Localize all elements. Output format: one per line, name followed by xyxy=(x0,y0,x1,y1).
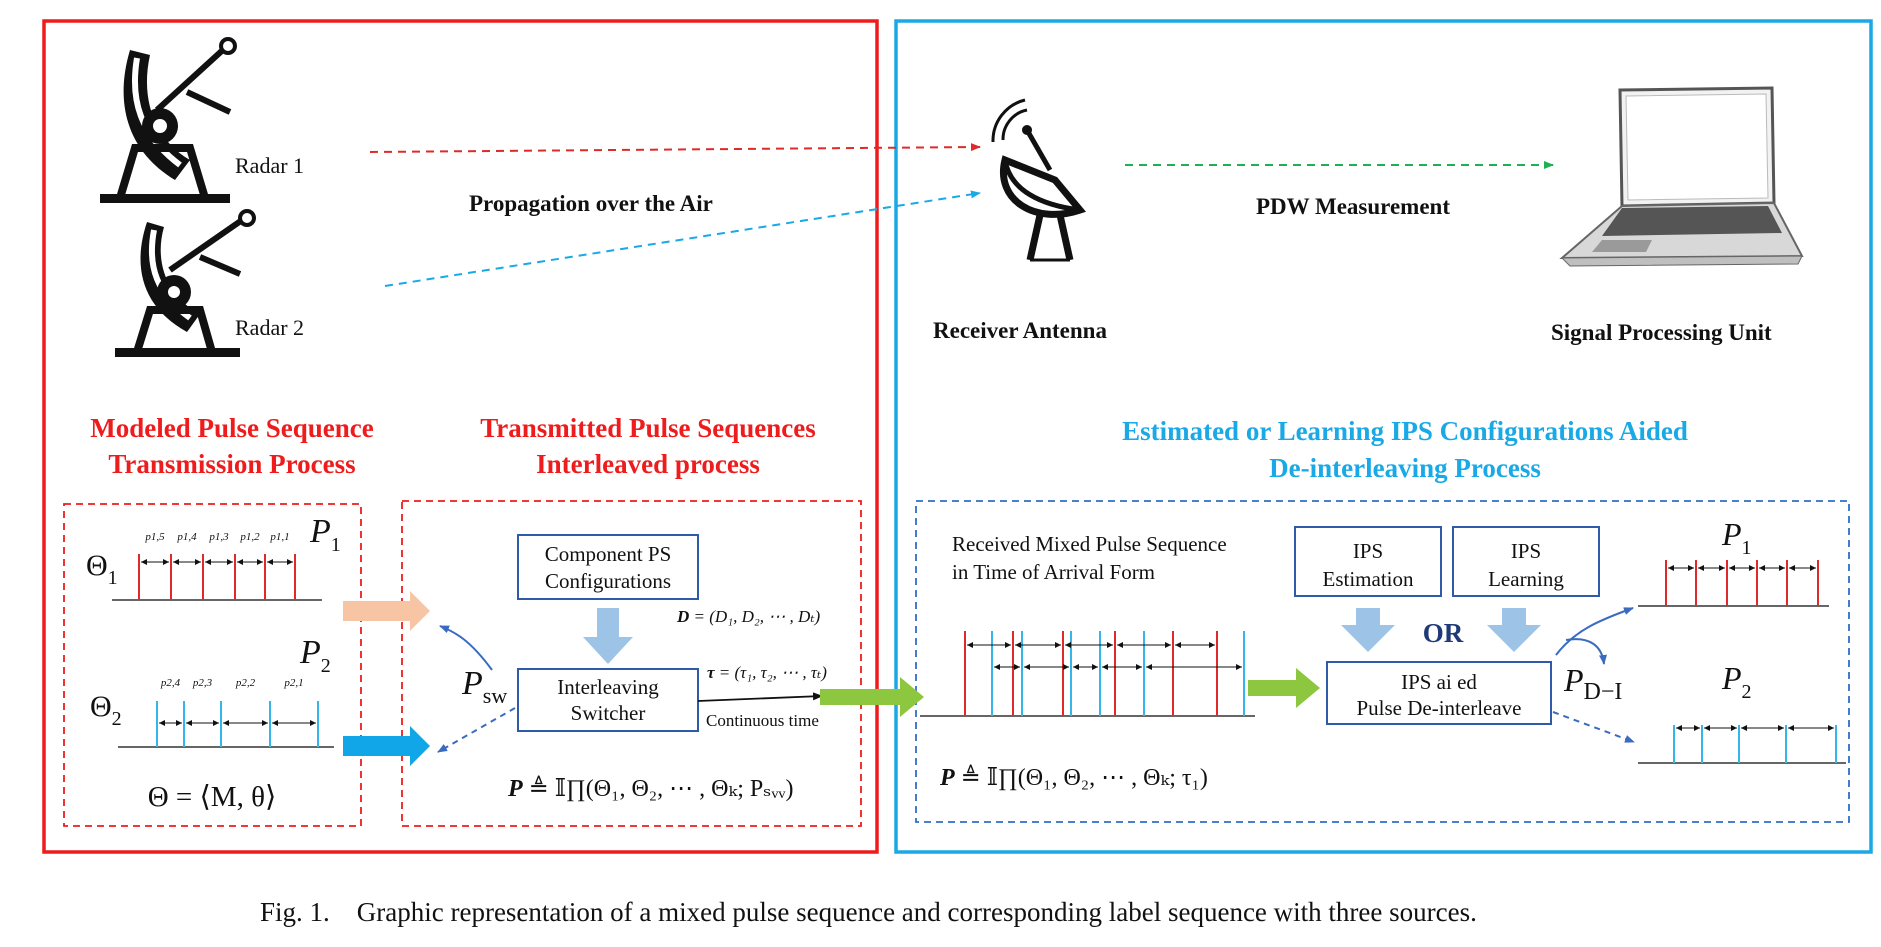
propagation-label: Propagation over the Air xyxy=(469,191,713,216)
theta-definition: Θ = ⟨M, θ⟩ xyxy=(148,781,277,813)
interleaving-switcher-box xyxy=(517,668,699,732)
radar1-label: Radar 1 xyxy=(235,153,304,178)
radar-dish-icon xyxy=(115,209,256,357)
or-label: OR xyxy=(1423,618,1464,648)
radar-dish-icon xyxy=(100,37,237,203)
interval-label: p1,5 xyxy=(144,531,165,543)
transmitted-formula: P ≜ 𝕀∏(Θ₁, Θ₂, ⋯ , Θₖ; Pₛᵥᵥ) xyxy=(507,775,793,802)
learning-down-arrow xyxy=(1487,608,1541,652)
ips-estimation-line2: Estimation xyxy=(1323,567,1414,591)
modeled-sequence-1: p1,5 p1,4 p1,3 p1,2 p1,1 xyxy=(112,531,322,601)
output-curve-small xyxy=(1565,638,1607,665)
heading-estimated-line2: De-interleaving Process xyxy=(1269,453,1541,483)
switch-dashed-arrow xyxy=(437,707,516,753)
figure-caption: Fig. 1. Graphic representation of a mixe… xyxy=(260,897,1477,927)
p1-symbol: P1 xyxy=(309,513,341,556)
heading-modeled-line2: Transmission Process xyxy=(108,449,355,479)
cyan-transfer-arrow xyxy=(343,726,430,766)
laptop-icon xyxy=(1559,86,1804,267)
mixed-sequence xyxy=(920,631,1255,717)
output-dashed-arrow-down xyxy=(1552,711,1635,743)
tau-vector: τ = (τ₁, τ₂, ⋯ , τₜ) xyxy=(707,663,827,682)
component-ps-box xyxy=(517,534,699,600)
heading-transmitted-line1: Transmitted Pulse Sequences xyxy=(480,413,816,443)
pdw-label: PDW Measurement xyxy=(1256,194,1450,219)
ips-aided-box xyxy=(1326,661,1552,725)
ips-learning-line2: Learning xyxy=(1488,567,1564,591)
ips-estimation-line1: IPS xyxy=(1353,539,1383,563)
theta1-symbol: Θ1 xyxy=(86,549,118,589)
modeled-box xyxy=(63,503,362,827)
heading-estimated-line1: Estimated or Learning IPS Configurations… xyxy=(1122,416,1688,446)
interval-label: p2,1 xyxy=(283,677,303,689)
spu-label: Signal Processing Unit xyxy=(1551,320,1772,345)
output-sequence-1 xyxy=(1638,560,1829,607)
interval-label: p1,1 xyxy=(269,531,289,543)
component-ps-line1: Component PS xyxy=(545,542,672,566)
deinterleave-formula: P ≜ 𝕀∏(Θ₁, Θ₂, ⋯ , Θₖ; τ₁) xyxy=(939,764,1208,791)
green-transfer-arrow xyxy=(820,677,924,717)
radar2-signal-arrow xyxy=(384,190,981,287)
d-vector: D = (D₁, D₂, ⋯ , Dₜ) xyxy=(676,607,821,626)
interval-label: p2,2 xyxy=(235,677,256,689)
pdi-symbol: PD−I xyxy=(1563,662,1622,705)
continuous-time-label: Continuous time xyxy=(706,711,819,730)
output-curve-arrow-up xyxy=(1555,607,1634,656)
received-line2: in Time of Arrival Form xyxy=(952,560,1155,584)
ips-learning-line1: IPS xyxy=(1511,539,1541,563)
modeled-sequence-2: p2,4 p2,3 p2,2 p2,1 xyxy=(118,677,334,748)
ips-estimation-box xyxy=(1294,526,1442,597)
interval-label: p1,4 xyxy=(176,531,197,543)
component-ps-line2: Configurations xyxy=(545,569,671,593)
heading-modeled-line1: Modeled Pulse Sequence xyxy=(90,413,374,443)
received-line1: Received Mixed Pulse Sequence xyxy=(952,532,1227,556)
peach-transfer-arrow xyxy=(343,591,430,631)
interval-label: p1,2 xyxy=(239,531,260,543)
receiver-antenna-icon xyxy=(991,98,1086,262)
ips-learning-box xyxy=(1452,526,1600,597)
green-to-deinterleave-arrow xyxy=(1248,668,1320,708)
interval-label: p2,4 xyxy=(160,677,181,689)
out-p1-symbol: P1 xyxy=(1721,516,1752,559)
deinterleave-box xyxy=(915,500,1850,823)
transmitted-box xyxy=(401,500,862,827)
estimation-down-arrow xyxy=(1341,608,1395,652)
left-panel xyxy=(42,19,879,854)
heading-transmitted-line2: Interleaved process xyxy=(536,449,760,479)
interleaving-line2: Switcher xyxy=(571,701,646,725)
down-arrow-to-switcher xyxy=(583,608,633,664)
receiver-antenna-label: Receiver Antenna xyxy=(933,318,1107,343)
interleaving-line1: Interleaving xyxy=(557,675,659,699)
interval-label: p1,3 xyxy=(208,531,229,543)
ips-aided-line1: IPS ai ed xyxy=(1401,670,1477,694)
continuous-time-arrow xyxy=(697,692,823,702)
theta2-symbol: Θ2 xyxy=(90,690,122,730)
right-panel xyxy=(894,19,1873,854)
interval-label: p2,3 xyxy=(192,677,213,689)
p2-symbol: P2 xyxy=(299,634,331,677)
radar1-signal-arrow xyxy=(369,143,981,153)
out-p2-symbol: P2 xyxy=(1721,660,1752,703)
switch-curve-arrow xyxy=(439,625,493,671)
psw-symbol: Psw xyxy=(461,665,507,708)
radar2-label: Radar 2 xyxy=(235,315,304,340)
ips-aided-line2: Pulse De-interleave xyxy=(1356,696,1521,720)
output-sequence-2 xyxy=(1638,725,1846,764)
